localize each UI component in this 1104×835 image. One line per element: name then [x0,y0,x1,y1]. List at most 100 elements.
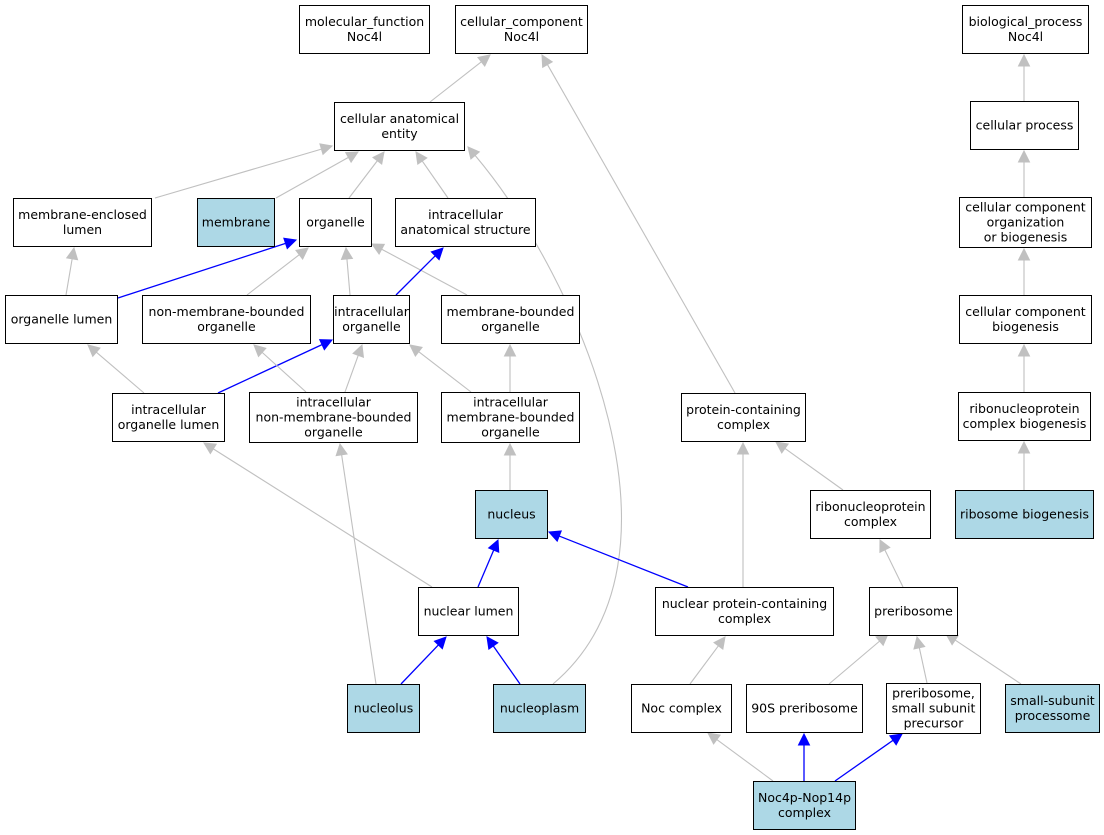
edge-nucleolus-to-nuclear_lumen [400,636,447,685]
node-preribosome[interactable]: preribosome [869,587,958,636]
edge-cellular_process-to-biological_process [1017,53,1031,101]
node-label-line: entity [381,126,418,141]
edge-membrane_bounded_organelle-to-organelle [371,243,468,296]
node-label-line: complex [844,514,897,529]
edge-noc_complex-to-nuclear_protein_containing_complex [689,636,726,685]
node-label-line: Noc4l [1008,29,1043,44]
arrowhead [340,246,354,260]
arrowhead [888,733,903,746]
node-label-line: membrane-bounded [447,410,575,425]
edge-ribosome_biogenesis-to-rnp_complex_biogenesis [1017,440,1031,490]
arrowhead [295,247,309,261]
node-label-line: biogenesis [992,319,1059,334]
edge-intracellular_anatomical_structure-to-cellular_anatomical_entity [415,151,449,199]
arrowhead [503,343,517,357]
node-label-line: Noc4l [347,29,382,44]
edge-intracellular_membrane_bounded-to-intracellular_organelle [409,344,472,393]
node-box [5,295,118,344]
node-organelle[interactable]: organelle [299,198,372,247]
node-label-line: preribosome, [892,686,975,701]
node-box [142,295,311,344]
node-label-line: biological_process [969,14,1083,29]
edge-cc_organization-to-cellular_process [1017,149,1031,197]
edge-membrane_enclosed_lumen-to-cellular_anatomical_entity [154,143,334,199]
edge-organelle-to-cellular_anatomical_entity [348,151,385,199]
node-box [112,393,225,442]
node-label-line: 90S preribosome [751,701,858,716]
node-nucleus[interactable]: nucleus [475,490,548,539]
node-box [347,684,420,733]
node-label-line: cellular component [965,200,1085,215]
node-label-line: intracellular [334,304,410,319]
edge-preribosome_90s-to-preribosome [828,633,889,685]
node-nucleolus[interactable]: nucleolus [347,684,420,733]
edge-line [918,647,928,684]
node-box [249,392,418,443]
edge-nuclear_protein_containing_complex-to-protein_containing_complex [736,441,750,587]
arrowhead [344,151,359,164]
edge-cc_biogenesis-to-cc_organization [1017,247,1031,295]
node-ribosome-biogenesis[interactable]: ribosome biogenesis [955,490,1094,539]
node-intracellular-non-membrane-bounded[interactable]: intracellularnon-membrane-boundedorganel… [249,392,418,443]
node-label-line: cellular component [965,304,1085,319]
edge-protein_containing_complex-to-cellular_component [541,54,736,394]
node-label-line: small subunit [892,701,976,716]
node-label-line: complex [718,611,771,626]
edge-intracellular_organelle-to-organelle [340,246,354,296]
node-membrane[interactable]: membrane [197,198,275,247]
node-label-line: anatomical structure [400,222,530,237]
arrowhead [372,151,385,165]
edge-line [477,549,495,588]
arrowhead [87,344,101,358]
node-label-line: organelle [306,215,365,230]
edge-line [884,549,904,588]
edge-line [381,248,468,296]
edge-line [954,639,1022,685]
edge-ssu_processome-to-preribosome [945,633,1022,685]
node-label-line: nucleoplasm [500,701,579,716]
node-box [959,295,1092,344]
node-label-line: Noc complex [641,701,722,716]
node-box [197,198,275,247]
node-nuclear-lumen[interactable]: nuclear lumen [418,587,519,636]
node-noc-complex[interactable]: Noc complex [631,684,732,733]
node-label-line: ribonucleoprotein [969,401,1079,416]
arrowhead [203,442,218,455]
arrowhead [1017,343,1031,357]
edge-intracellular_membrane_bounded-to-membrane_bounded_organelle [503,343,517,392]
node-box [962,5,1089,54]
arrowhead [467,146,481,160]
edge-line [418,351,472,393]
node-label-line: non-membrane-bounded [256,410,412,425]
node-box [299,198,372,247]
node-box [681,393,806,442]
edge-rnp_complex-to-protein_containing_complex [775,441,844,491]
edge-noc4p_nop14p_complex-to-preribosome_90s [797,732,811,781]
edge-intracellular_organelle_lumen-to-organelle_lumen [87,344,145,394]
node-preribosome-90s[interactable]: 90S preribosome [746,684,863,733]
node-nucleoplasm[interactable]: nucleoplasm [493,684,586,733]
node-organelle-lumen[interactable]: organelle lumen [5,295,118,344]
node-cellular-process[interactable]: cellular process [970,101,1079,150]
